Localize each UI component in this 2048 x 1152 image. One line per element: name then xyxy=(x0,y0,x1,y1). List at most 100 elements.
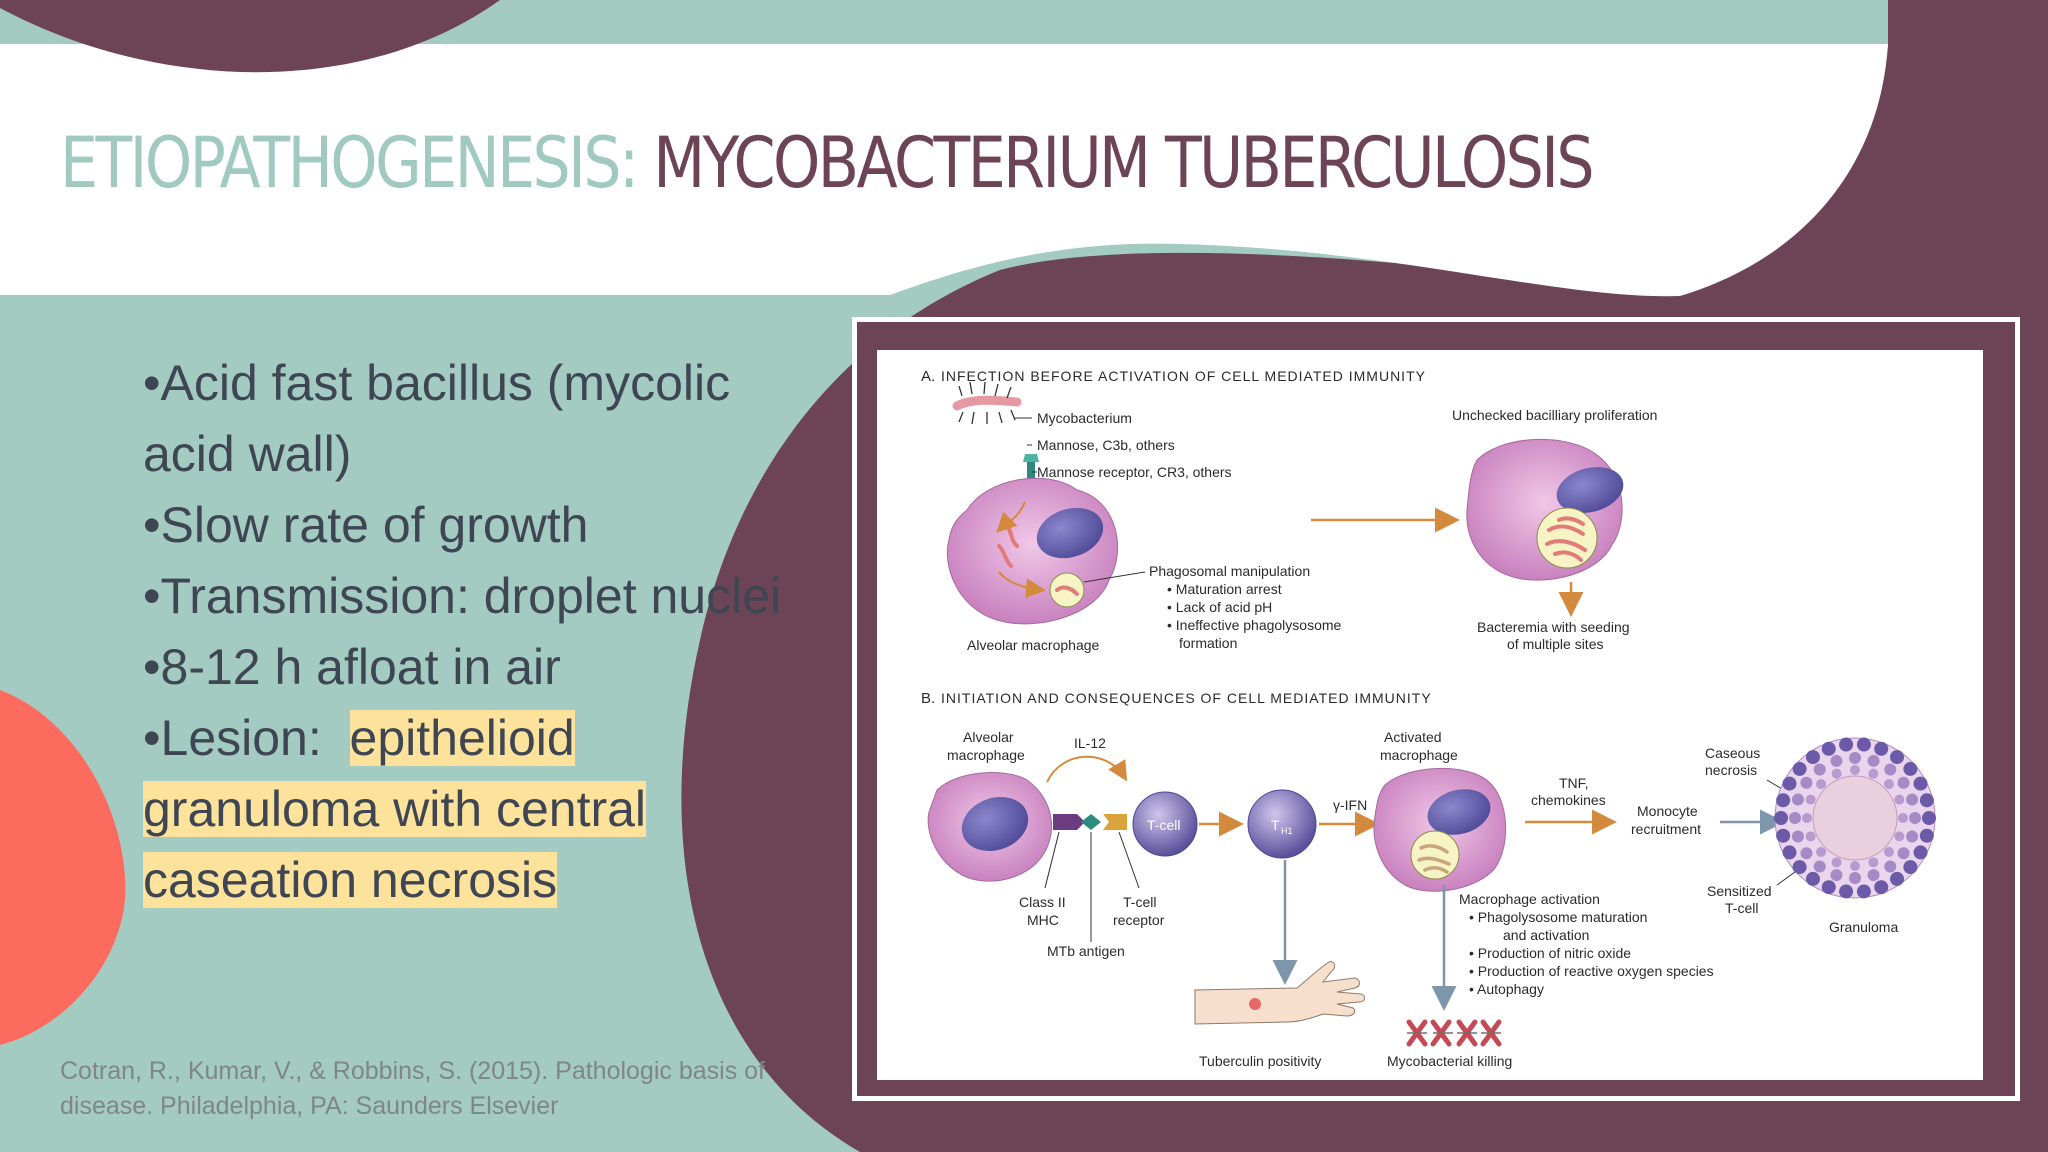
bullet-prefix: •Lesion: xyxy=(143,710,350,766)
granuloma-cell xyxy=(1805,871,1820,886)
th1-cell: T H1 xyxy=(1247,789,1317,859)
granuloma-cell xyxy=(1909,812,1921,824)
granuloma-cell xyxy=(1839,884,1854,899)
granuloma-cell xyxy=(1913,845,1928,860)
bullet-item: •Acid fast bacillus (mycolic acid wall) xyxy=(143,355,731,482)
label-class-1: Class II xyxy=(1019,894,1066,910)
granuloma-cell xyxy=(1919,793,1934,808)
label-phagosomal: Phagosomal manipulation xyxy=(1149,563,1310,579)
label-mycobacterium: Mycobacterium xyxy=(1037,410,1132,426)
label-tuberculin: Tuberculin positivity xyxy=(1199,1053,1321,1069)
granuloma-cell xyxy=(1850,765,1860,775)
granuloma-cell xyxy=(1856,737,1871,752)
granuloma-cell xyxy=(1906,793,1919,806)
granuloma-cell xyxy=(1776,793,1791,808)
granuloma-illustration xyxy=(1774,737,1936,899)
granuloma-cell xyxy=(1890,750,1905,765)
activated-macrophage xyxy=(1373,767,1507,892)
granuloma-cell xyxy=(1906,830,1919,843)
label-alveolar-2: macrophage xyxy=(947,747,1025,763)
label-th: T xyxy=(1271,817,1280,833)
bullet-item: •Slow rate of growth xyxy=(143,497,589,553)
title-prefix: ETIOPATHOGENESIS: xyxy=(60,122,639,204)
label-act-1: • Phagolysosome maturation xyxy=(1469,909,1647,925)
section-b-title: INITIATION AND CONSEQUENCES OF CELL MEDI… xyxy=(941,690,1432,706)
label-th-sub: H1 xyxy=(1281,826,1293,836)
granuloma-cell xyxy=(1839,737,1854,752)
label-class-2: MHC xyxy=(1027,912,1059,928)
label-activated-1: Activated xyxy=(1384,729,1442,745)
label-monocyte-2: recruitment xyxy=(1631,821,1701,837)
granuloma-cell xyxy=(1883,846,1894,857)
label-receptor-2: receptor xyxy=(1113,912,1165,928)
label-activated-2: macrophage xyxy=(1380,747,1458,763)
granuloma-cell xyxy=(1883,779,1894,790)
mannose-receptor-icon xyxy=(1027,462,1035,490)
label-caseous-1: Caseous xyxy=(1705,745,1760,761)
tb-diagram: A. INFECTION BEFORE ACTIVATION OF CELL M… xyxy=(877,350,1983,1080)
granuloma-cell xyxy=(1813,860,1826,873)
arm-icon xyxy=(1194,961,1366,1025)
infected-macrophage xyxy=(1466,439,1624,581)
slide-title: ETIOPATHOGENESIS: MYCOBACTERIUM TUBERCUL… xyxy=(60,122,1595,204)
granuloma-cell xyxy=(1792,860,1807,875)
label-alveolar-1: Alveolar xyxy=(963,729,1014,745)
granuloma-cell xyxy=(1867,869,1880,882)
label-receptor-1: T-cell xyxy=(1123,894,1156,910)
bullet-item: •8-12 h afloat in air xyxy=(143,639,561,695)
granuloma-cell xyxy=(1874,880,1889,895)
t-cell: T-cell xyxy=(1132,791,1198,857)
granuloma-cell xyxy=(1813,763,1826,776)
mycobacterium-icon xyxy=(952,381,1022,425)
granuloma-cell xyxy=(1792,761,1807,776)
label-act-1b: and activation xyxy=(1503,927,1589,943)
granuloma-cell xyxy=(1805,831,1816,842)
label-activation: Macrophage activation xyxy=(1459,891,1600,907)
label-granuloma: Granuloma xyxy=(1829,919,1898,935)
alveolar-macrophage-a xyxy=(946,477,1119,625)
bullet-item: •Transmission: droplet nuclei xyxy=(143,568,782,624)
label-unchecked: Unchecked bacilliary proliferation xyxy=(1452,407,1657,423)
granuloma-cell xyxy=(1789,812,1801,824)
granuloma-cell xyxy=(1856,884,1871,899)
label-monocyte-1: Monocyte xyxy=(1637,803,1698,819)
white-title-band xyxy=(0,44,1888,297)
label-sensitized-1: Sensitized xyxy=(1707,883,1772,899)
section-a-title: INFECTION BEFORE ACTIVATION OF CELL MEDI… xyxy=(941,368,1426,384)
label-ineffective: • Ineffective phagolysosome xyxy=(1167,617,1342,633)
title-main: MYCOBACTERIUM TUBERCULOSIS xyxy=(653,122,1594,204)
granuloma-cell xyxy=(1897,776,1910,789)
label-antigen: MTb antigen xyxy=(1047,943,1125,959)
granuloma-cell xyxy=(1821,880,1836,895)
granuloma-cell xyxy=(1894,831,1905,842)
granuloma-cell xyxy=(1800,847,1813,860)
bullet-item: •Lesion: epithelioid granuloma with cent… xyxy=(143,703,783,916)
label-tcell: T-cell xyxy=(1147,817,1180,833)
granuloma-cell xyxy=(1830,754,1843,767)
alveolar-macrophage-b xyxy=(927,772,1052,882)
granuloma-cell xyxy=(1884,860,1897,873)
granuloma-cell xyxy=(1782,776,1797,791)
plum-top-blob xyxy=(0,0,500,73)
label-mannose: Mannose, C3b, others xyxy=(1037,437,1175,453)
label-caseous-2: necrosis xyxy=(1705,762,1757,778)
granuloma-cell xyxy=(1831,857,1842,868)
granuloma-cell xyxy=(1868,857,1879,868)
label-act-4: • Autophagy xyxy=(1469,981,1544,997)
granuloma-cell xyxy=(1850,861,1860,871)
granuloma-cell xyxy=(1830,869,1843,882)
granuloma-cell xyxy=(1821,741,1836,756)
granuloma-cell xyxy=(1805,794,1816,805)
granuloma-cell xyxy=(1782,845,1797,860)
label-bacteremia-2: of multiple sites xyxy=(1507,636,1603,652)
il12-arrow xyxy=(1046,755,1128,783)
section-b-letter: B. xyxy=(921,690,935,707)
label-acid: • Lack of acid pH xyxy=(1167,599,1272,615)
label-killing: Mycobacterial killing xyxy=(1387,1053,1512,1069)
granuloma-cell xyxy=(1903,761,1918,776)
label-maturation: • Maturation arrest xyxy=(1167,581,1282,597)
granuloma-cell xyxy=(1898,813,1908,823)
granuloma-cell xyxy=(1922,811,1936,825)
label-tnf-1: TNF, xyxy=(1559,775,1589,791)
